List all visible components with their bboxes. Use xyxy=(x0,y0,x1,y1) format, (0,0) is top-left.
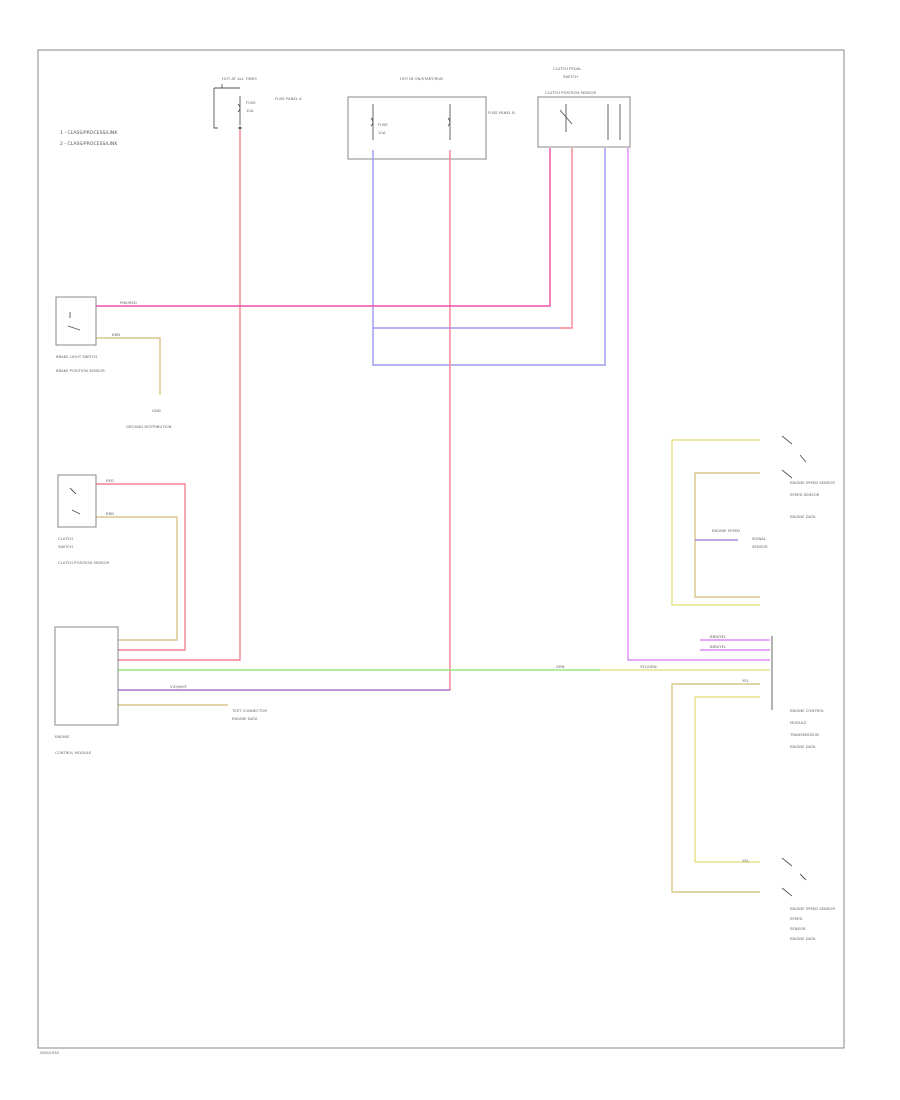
sensor-mid-line3: SENSOR xyxy=(752,544,768,549)
switch-right-box xyxy=(537,96,631,148)
wire-red-switch xyxy=(560,148,573,329)
wire-yellow-lower xyxy=(694,696,760,863)
wire-blue-fuse-a xyxy=(372,148,606,366)
tag-right-c: YEL xyxy=(742,678,750,683)
switch-right-sub2: CLUTCH POSITION SENSOR xyxy=(545,90,596,95)
wire-tan-clutch xyxy=(96,516,178,641)
clutch-switch-line3: CLUTCH POSITION SENSOR xyxy=(58,560,109,565)
wire-tan-ground xyxy=(96,337,161,395)
sensor-lower-line2: SPEED xyxy=(790,916,802,921)
control-module: ENGINE CONTROL MODULE xyxy=(54,626,119,755)
sensor-upper-symbol xyxy=(781,435,807,479)
fuse-left-ref: FUSE PANEL A xyxy=(275,96,302,101)
wire-tan-upper xyxy=(694,472,760,598)
module-right: ENGINE CONTROL MODULE TRANSMISSION ENGIN… xyxy=(771,636,825,749)
tag-tan-b: BRN xyxy=(106,511,114,516)
switch-right-sub1: SWITCH xyxy=(563,74,578,79)
fuse-middle: HOT IN ON/START/RUN FUSE 10A FUSE PANEL … xyxy=(347,76,515,160)
sensor-upper-line2: SPEED SENSOR xyxy=(790,492,820,497)
brake-switch-symbol xyxy=(67,312,81,331)
brake-switch-line2: BRAKE POSITION SENSOR xyxy=(56,368,105,373)
clutch-switch-symbol xyxy=(69,487,81,515)
tag-purple-main: VIO/WHT xyxy=(170,684,188,689)
sensor-upper-line3: ENGINE DATA xyxy=(790,514,816,519)
brake-switch-name: BRAKE LIGHT SWITCH xyxy=(56,354,97,359)
fuse-middle-sub1: FUSE xyxy=(378,122,388,127)
fuse-left-symbol xyxy=(213,88,241,129)
tag-right-d: YEL xyxy=(742,858,750,863)
tag-tan-gnd: BRN xyxy=(112,332,120,337)
fuse-left-title: HOT AT ALL TIMES xyxy=(222,76,257,81)
brake-switch-box xyxy=(55,296,97,346)
control-module-line2: CONTROL MODULE xyxy=(55,750,92,755)
module-right-line3: TRANSMISSION xyxy=(789,732,819,737)
wire-pink-main xyxy=(96,148,551,307)
fuse-middle-symbol-b xyxy=(447,104,451,140)
diagram-frame xyxy=(37,49,845,1049)
tag-pink-main: PNK/RED xyxy=(120,300,137,305)
sensor-lower-line3: SENSOR xyxy=(790,926,806,931)
tag-green-mid: YEL/GRN xyxy=(640,664,657,669)
switch-right-symbol xyxy=(559,104,621,140)
wire-tan-lower xyxy=(671,683,760,893)
clutch-switch-line2: SWITCH xyxy=(58,544,73,549)
ground-note-name: GND xyxy=(152,408,161,413)
sensor-lower: ENGINE SPEED SENSOR SPEED SENSOR ENGINE … xyxy=(781,857,835,941)
fuse-left-terminal xyxy=(238,126,242,130)
tag-green-main: GRN xyxy=(556,664,565,669)
module-right-line2: MODULE xyxy=(790,720,807,725)
fuse-middle-title: HOT IN ON/START/RUN xyxy=(400,76,443,81)
ground-note-line2: GROUND DISTRIBUTION xyxy=(126,424,172,429)
ground-note: GND GROUND DISTRIBUTION xyxy=(126,408,172,429)
tag-red-a: RED xyxy=(106,478,114,483)
fuse-middle-sub2: 10A xyxy=(378,130,386,135)
fuse-left-bracket xyxy=(214,84,240,89)
ref-note-name: TEST CONNECTOR xyxy=(231,708,267,713)
ref-note: TEST CONNECTOR ENGINE DATA xyxy=(231,708,267,721)
wire-right-stubs xyxy=(700,639,770,651)
sensor-mid-name: ENGINE SPEED xyxy=(712,528,740,533)
legend-line-1: 1 - CLASS/PROCESS/LINK xyxy=(60,130,118,136)
switch-right: CLUTCH PEDAL SWITCH CLUTCH POSITION SENS… xyxy=(537,66,631,148)
wire-red-fuse-to-module xyxy=(118,130,241,661)
brake-switch: BRAKE LIGHT SWITCH BRAKE POSITION SENSOR xyxy=(55,296,105,373)
clutch-switch: CLUTCH SWITCH CLUTCH POSITION SENSOR xyxy=(57,474,109,565)
fuse-left-sub2: 10A xyxy=(246,108,254,113)
switch-right-title: CLUTCH PEDAL xyxy=(553,66,582,71)
wire-violet-right xyxy=(627,148,770,661)
legend-line-2: 2 - CLASS/PROCESS/LINK xyxy=(60,141,118,147)
wire-yellow-upper xyxy=(671,439,760,606)
control-module-name: ENGINE xyxy=(55,734,70,739)
tag-right-a: BRN/YEL xyxy=(710,634,727,639)
sensor-upper-name: ENGINE SPEED SENSOR xyxy=(790,480,835,485)
tag-right-b: BRN/YEL xyxy=(710,644,727,649)
sensor-mid: ENGINE SPEED SIGNAL SENSOR xyxy=(712,528,768,549)
wire-fuse-b-down xyxy=(118,150,451,691)
footer-code: W/D/2030 xyxy=(40,1050,59,1055)
sensor-lower-symbol xyxy=(781,857,807,897)
sensor-mid-line2: SIGNAL xyxy=(752,536,767,541)
fuse-middle-symbol-a xyxy=(370,104,374,140)
control-module-box xyxy=(54,626,119,726)
wire-red-clutch xyxy=(96,483,186,651)
module-right-line4: ENGINE DATA xyxy=(790,744,816,749)
sensor-upper: ENGINE SPEED SENSOR SPEED SENSOR ENGINE … xyxy=(781,435,835,519)
module-right-name: ENGINE CONTROL xyxy=(790,708,825,713)
sensor-lower-line4: ENGINE DATA xyxy=(790,936,816,941)
clutch-switch-name: CLUTCH xyxy=(58,536,73,541)
fuse-left-sub1: FUSE xyxy=(246,100,256,105)
fuse-middle-ref: FUSE PANEL B xyxy=(488,110,515,115)
sensor-lower-name: ENGINE SPEED SENSOR xyxy=(790,906,835,911)
ref-note-line2: ENGINE DATA xyxy=(232,716,258,721)
fuse-middle-box xyxy=(347,96,487,160)
fuse-left: HOT AT ALL TIMES FUSE 10A FUSE PANEL A xyxy=(213,76,302,130)
clutch-switch-box xyxy=(57,474,97,528)
